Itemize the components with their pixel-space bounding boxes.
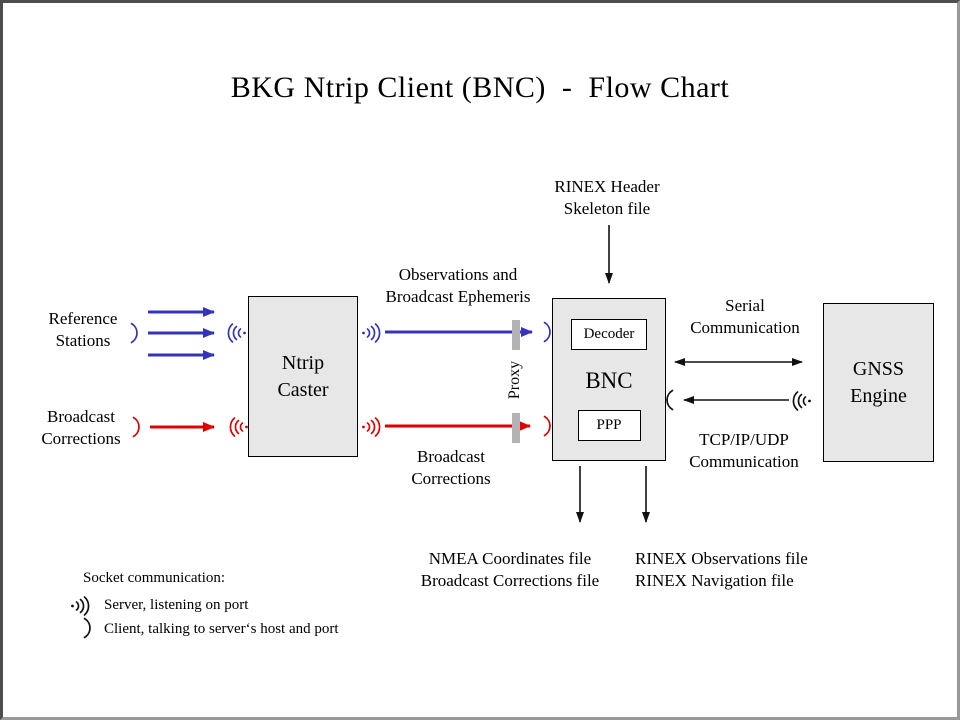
node-ntrip-caster: Ntrip Caster <box>248 296 358 457</box>
broadcast-corrections-source-label: Broadcast Corrections <box>41 407 121 448</box>
server-socket-legend-icon <box>71 596 90 616</box>
reference-stations-arrows <box>148 307 215 360</box>
legend-title: Socket communication: <box>83 570 226 586</box>
tcp-communication-label: TCP/IP/UDP Communication <box>689 430 799 471</box>
broadcast-corrections-stream-label: Broadcast Corrections <box>411 447 491 488</box>
serial-communication-label: Serial Communication <box>690 296 800 337</box>
rinex-output-label: RINEX Observations file RINEX Navigation… <box>635 549 808 590</box>
server-socket-icon-caster-left-red <box>229 417 248 437</box>
legend-server-text: Server, listening on port <box>104 597 249 613</box>
server-socket-icon-caster-right-red <box>362 417 381 437</box>
server-socket-icon-caster-right-blue <box>362 323 381 343</box>
server-socket-icon-gnss <box>792 391 811 411</box>
client-socket-icon-reference <box>130 322 138 344</box>
rinex-header-skeleton-label: RINEX Header Skeleton file <box>554 177 660 218</box>
decoder-label: Decoder <box>583 326 635 342</box>
page-title: BKG Ntrip Client (BNC) - Flow Chart <box>230 71 730 104</box>
client-socket-legend-icon <box>83 617 91 639</box>
node-gnss-engine: GNSS Engine <box>823 303 934 462</box>
ppp-label: PPP <box>596 417 622 433</box>
client-socket-icon-bnc-corr <box>543 415 551 437</box>
bnc-output-arrows <box>576 466 650 523</box>
gnss-engine-label-line2: Engine <box>850 384 907 407</box>
observations-ephemeris-label: Observations and Broadcast Ephemeris <box>385 265 531 306</box>
gnss-engine-label-line1: GNSS <box>852 357 905 380</box>
ntrip-caster-label-line2: Caster <box>277 378 329 401</box>
bnc-label: BNC <box>585 368 633 393</box>
proxy-label: Proxy <box>506 360 523 400</box>
proxy-bars <box>512 320 520 443</box>
bnc-ppp-box: PPP <box>577 410 641 441</box>
bnc-decoder-box: Decoder <box>571 319 647 350</box>
ntrip-caster-label-line1: Ntrip <box>281 351 325 374</box>
nmea-output-label: NMEA Coordinates file Broadcast Correcti… <box>420 549 600 590</box>
client-socket-icon-bnc-obs <box>543 321 551 343</box>
node-bnc: Decoder BNC PPP <box>552 298 666 461</box>
client-socket-icon-corrections <box>132 416 140 438</box>
legend-client-text: Client, talking to server‘s host and por… <box>104 621 339 637</box>
server-socket-icon-caster-left <box>227 323 246 343</box>
client-socket-icon-bnc-tcp <box>666 389 674 411</box>
reference-stations-label: Reference Stations <box>48 309 118 350</box>
connector-layer <box>148 225 803 523</box>
